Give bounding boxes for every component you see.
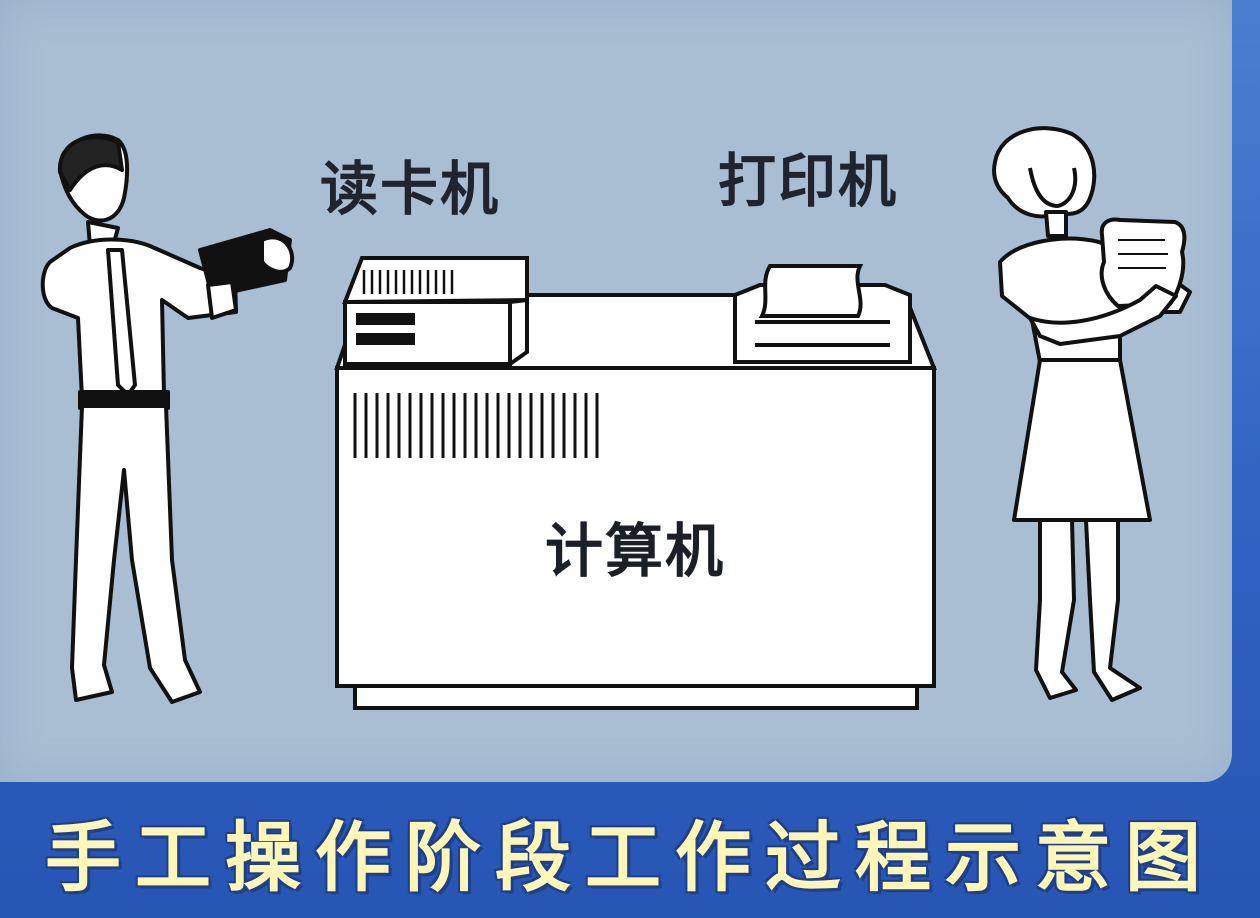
computer-cabinet xyxy=(335,366,936,688)
operator-woman xyxy=(992,126,1192,702)
diagram-caption: 手工操作阶段工作过程示意图 xyxy=(45,813,1215,902)
card-reader-side xyxy=(508,297,529,368)
card-reader-label: 读卡机 xyxy=(320,155,501,223)
computer-base xyxy=(353,684,919,710)
diagram-illustration xyxy=(40,126,1192,710)
card-reader xyxy=(342,256,529,368)
operator-man xyxy=(40,133,294,704)
computer-label: 计算机 xyxy=(545,517,726,585)
computer-vent xyxy=(353,393,599,458)
printer-label: 打印机 xyxy=(718,147,899,215)
diagram-panel: 读卡机 打印机 计算机 xyxy=(0,0,1232,782)
printer-paper xyxy=(758,264,864,318)
printer xyxy=(733,264,912,364)
